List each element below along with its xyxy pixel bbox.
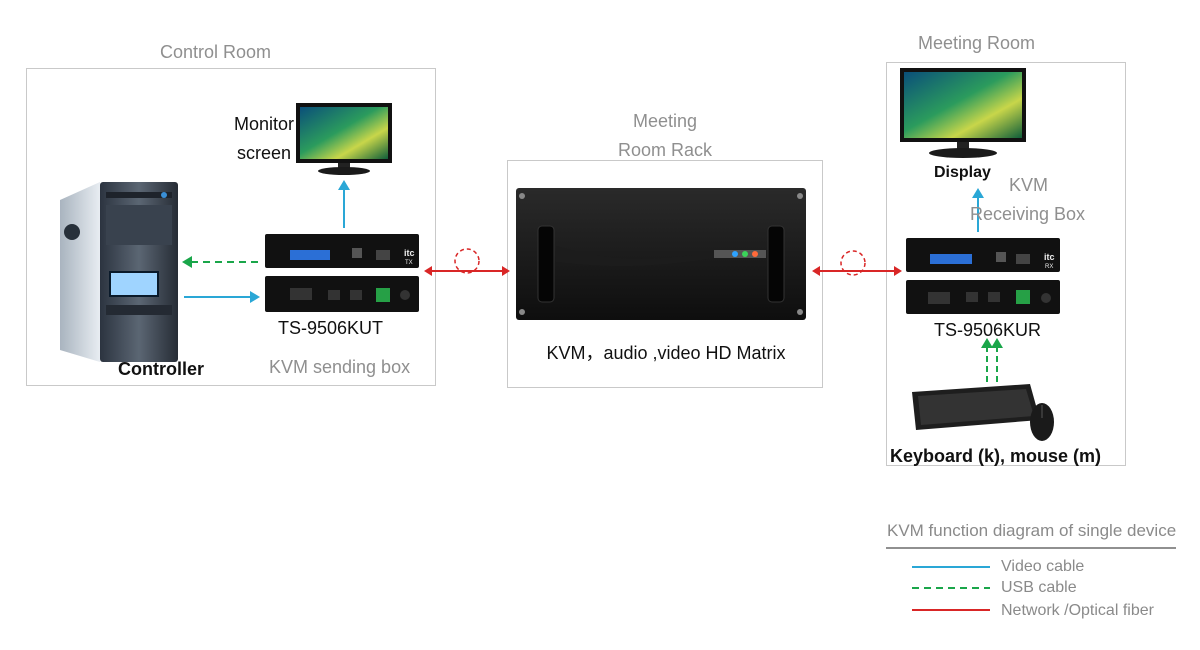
monitor-icon — [296, 103, 392, 175]
rx-brand: itc — [1044, 252, 1055, 262]
matrix-rack-icon — [516, 188, 806, 320]
controller-pc-icon — [60, 182, 178, 362]
legend-label-network: Network /Optical fiber — [1001, 602, 1154, 619]
meeting-room-title: Meeting Room — [918, 33, 1036, 53]
tx-device-icon — [265, 234, 419, 312]
monitor-label-line2: screen — [236, 143, 292, 163]
matrix-label: KVM，audio ,video HD Matrix — [546, 343, 786, 363]
fiber-marker-left — [454, 248, 480, 274]
rx-model-label: TS-9506KUR — [934, 320, 1042, 340]
keyboard-mouse-icon — [912, 384, 1054, 441]
display-label: Display — [934, 164, 991, 181]
legend-label-video: Video cable — [1001, 558, 1085, 575]
display-icon — [900, 68, 1026, 158]
kvm-receiving-line2: Receiving Box — [970, 204, 1086, 224]
rack-room-title-line1: Meeting — [632, 111, 698, 131]
tx-model-label: TS-9506KUT — [278, 318, 384, 338]
control-room-title: Control Room — [160, 42, 272, 62]
monitor-label-line1: Monitor — [233, 114, 295, 134]
tx-brand: itc — [404, 248, 415, 258]
fiber-marker-right — [840, 250, 866, 276]
controller-label: Controller — [118, 359, 205, 379]
rx-tag: RX — [1045, 264, 1053, 270]
rack-room-title-line2: Room Rack — [617, 140, 713, 160]
legend-title: KVM function diagram of single device — [887, 521, 1177, 540]
rx-device-icon — [906, 238, 1060, 314]
tx-desc-label: KVM sending box — [269, 357, 411, 377]
legend-label-usb: USB cable — [1001, 579, 1077, 596]
keyboard-mouse-label: Keyboard (k), mouse (m) — [890, 446, 1102, 466]
kvm-receiving-line1: KVM — [1009, 175, 1049, 195]
tx-tag: TX — [405, 260, 413, 266]
